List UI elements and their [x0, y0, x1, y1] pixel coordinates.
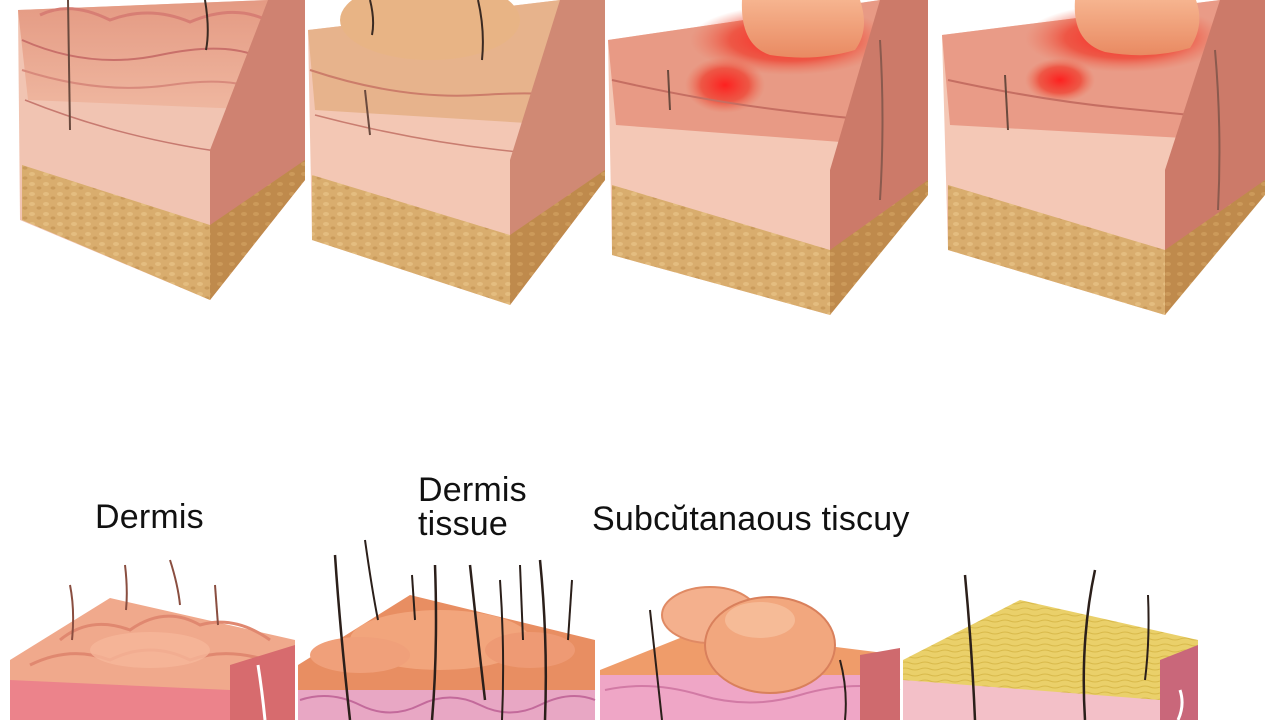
label-dermis: Dermis [95, 498, 204, 536]
bottom-block-hairy [298, 539, 596, 720]
skin-block-inflamed-blister-2 [942, 0, 1265, 315]
bottom-block-fat [903, 569, 1198, 720]
label-subcutaneous: Subcŭtanaous tiscuy [592, 500, 910, 538]
label-dermis-tissue-line2: tissue [418, 505, 509, 543]
bottom-block-wrinkled [10, 559, 295, 720]
label-dermis-tissue: Dermis tissue [418, 473, 527, 541]
bottom-block-bumps [600, 586, 901, 720]
skin-block-raised [308, 0, 605, 305]
skin-block-normal [18, 0, 305, 300]
skin-block-inflamed-blister [608, 0, 928, 315]
label-dermis-tissue-line1: Dermis [418, 471, 527, 509]
